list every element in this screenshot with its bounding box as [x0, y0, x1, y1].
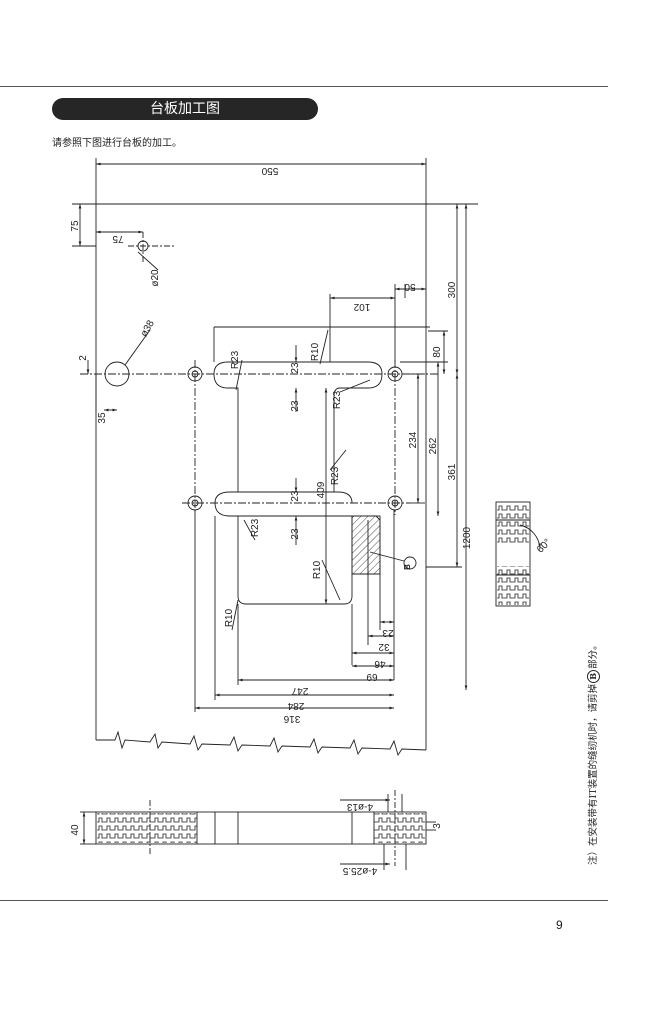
dim-d38: ø38: [139, 318, 157, 339]
note-suffix: 部分。: [588, 640, 599, 669]
top-rule: [0, 86, 608, 87]
dim-r23-d: R23: [250, 518, 261, 537]
dim-23-d: 23: [290, 528, 301, 540]
dim-2: 2: [78, 355, 89, 361]
dim-r23-c: R23: [330, 466, 341, 485]
dim-r23-b: R23: [332, 390, 343, 409]
dim-23-a: 23: [290, 362, 301, 374]
dim-102: 102: [353, 301, 370, 312]
section-title: 台板加工图: [52, 98, 318, 120]
note-mark-b: B: [587, 669, 600, 683]
dim-35: 35: [97, 412, 108, 424]
dim-409: 409: [316, 481, 327, 498]
note-text: 注）在安装带有IT装置的缝纫机时，请剪掉B部分。: [585, 625, 600, 865]
intro-text: 请参照下图进行台板的加工。: [52, 138, 182, 149]
dim-r10-low: R10: [224, 608, 235, 627]
dim-262: 262: [428, 437, 439, 454]
page-number: 9: [556, 918, 563, 932]
dim-holes-13: 4-ø13: [347, 801, 374, 812]
dim-550: 550: [261, 165, 278, 176]
dim-32: 32: [378, 641, 390, 652]
dim-40: 40: [70, 824, 81, 836]
dim-361: 361: [447, 463, 458, 480]
dim-300: 300: [447, 281, 458, 298]
dim-1200: 1200: [462, 526, 473, 549]
dim-316: 316: [283, 713, 300, 724]
dim-23-c: 23: [290, 490, 301, 502]
dim-247: 247: [291, 685, 308, 696]
dim-d20: ø20: [150, 269, 161, 287]
dim-holes-25: 4-ø25.5: [342, 865, 377, 876]
dim-284: 284: [287, 700, 304, 711]
dim-r23-a: R23: [230, 350, 241, 369]
dim-23-e: 23: [382, 627, 394, 638]
side-section: [95, 811, 427, 845]
dim-3: 3: [432, 823, 443, 829]
dim-r10-top: R10: [310, 342, 321, 361]
dim-46: 46: [374, 658, 386, 669]
note-prefix: 注）在安装带有IT装置的缝纫机时，请剪掉: [588, 683, 599, 865]
dim-75-top: 75: [112, 233, 124, 244]
dim-r10-mid: R10: [312, 560, 323, 579]
dim-80: 80: [432, 346, 443, 358]
dim-23-b: 23: [290, 400, 301, 412]
break-line: [96, 730, 427, 757]
bottom-rule: [0, 900, 608, 901]
dim-69: 69: [366, 671, 378, 682]
region-b: [351, 515, 381, 575]
section-detail: [495, 501, 531, 607]
machine-cutout: [213, 361, 383, 605]
dim-234: 234: [408, 431, 419, 448]
dim-50: 50: [404, 281, 416, 292]
dim-75-left: 75: [70, 220, 81, 232]
mark-b: B: [403, 564, 412, 570]
